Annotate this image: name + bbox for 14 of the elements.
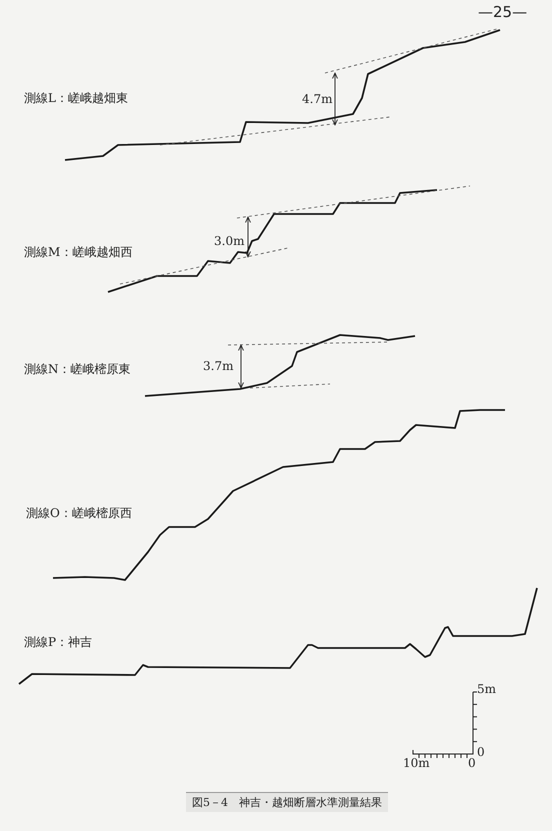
page-number: —25— (478, 4, 528, 20)
figure-caption: 図5－4 神吉・越畑断層水準測量結果 (186, 792, 388, 812)
text-label: 4.7m (302, 93, 332, 106)
text-label: 0 (477, 746, 485, 760)
text-label: 測線N：嵯峨樒原東 (24, 363, 130, 376)
text-label: 0 (468, 757, 476, 770)
text-label: 3.0m (214, 235, 244, 248)
text-label: 10m (403, 757, 430, 770)
text-label: 測線L：嵯峨越畑東 (24, 92, 128, 106)
text-label: 測線M：嵯峨越畑西 (24, 246, 132, 260)
text-label: 測線O：嵯峨樒原西 (26, 507, 132, 520)
text-label: 3.7m (203, 360, 234, 374)
text-label: 測線P：神吉 (24, 636, 92, 650)
text-label: 5m (477, 683, 496, 696)
